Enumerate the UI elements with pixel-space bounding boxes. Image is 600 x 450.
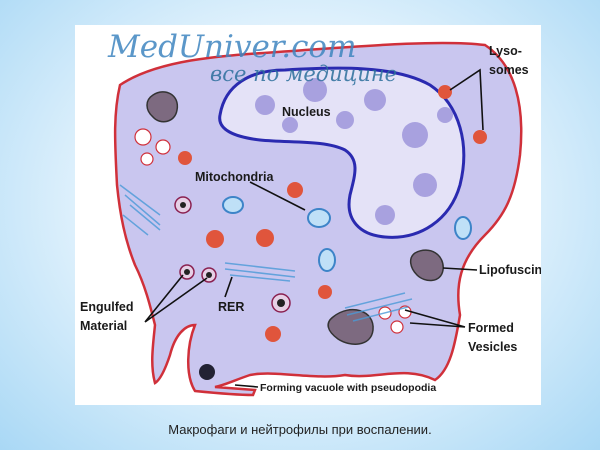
nucleus: [218, 66, 466, 239]
label-lysosomes-2: somes: [489, 63, 529, 77]
label-nucleus: Nucleus: [282, 105, 331, 119]
label-engulfed-1: Engulfed: [80, 300, 133, 314]
label-vesicles-2: Vesicles: [468, 340, 517, 354]
label-vesicles-1: Formed: [468, 321, 514, 335]
engulfed-material: [174, 196, 291, 380]
label-engulfed-2: Material: [80, 319, 127, 333]
watermark-site: MedUniver.com: [107, 29, 356, 65]
diagram-svg: MedUniver.com все по медицине Lyso- some…: [80, 29, 541, 397]
watermark-tagline: все по медицине: [210, 62, 397, 86]
rer: [119, 184, 413, 322]
label-vacuole: Forming vacuole with pseudopodia: [260, 382, 436, 394]
label-lipofuscin: Lipofuscin: [479, 263, 541, 277]
lipofuscin-granules: [146, 91, 444, 345]
label-mitochondria: Mitochondria: [195, 170, 275, 184]
label-lysosomes-1: Lyso-: [489, 44, 522, 58]
lysosomes: [178, 85, 487, 342]
mitochondria: [222, 196, 472, 272]
label-rer: RER: [218, 300, 244, 314]
macrophage-diagram: MedUniver.com все по медицине Lyso- some…: [75, 25, 541, 405]
caption: Макрофаги и нейтрофилы при воспалении.: [168, 422, 432, 437]
